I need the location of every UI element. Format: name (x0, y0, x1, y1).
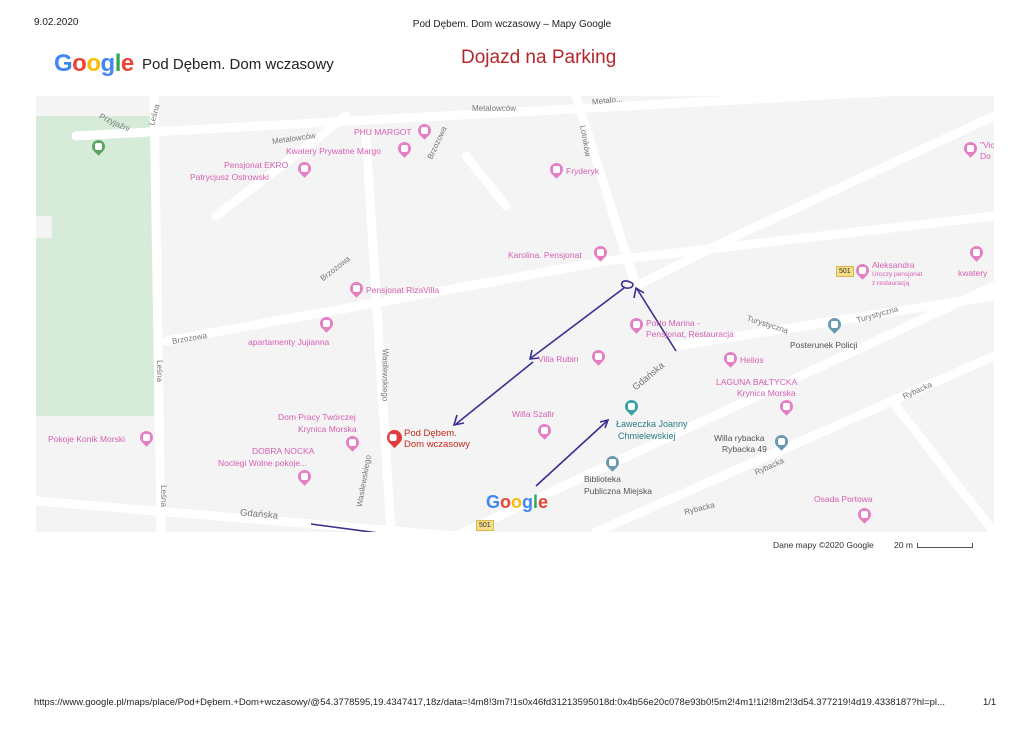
roads (36, 96, 994, 532)
map-logo-letter: o (500, 492, 512, 512)
annotation-title: Dojazd na Parking (461, 47, 617, 68)
route-arrow-2 (535, 420, 608, 487)
logo-letter: o (86, 50, 101, 77)
poi-dom-pracy-1[interactable]: Dom Pracy Twórczej (278, 412, 356, 422)
place-name: Pod Dębem. Dom wczasowy (142, 56, 334, 73)
map-google-logo: Google (486, 492, 548, 513)
route-arrowhead-3 (633, 286, 645, 299)
road-label-lesna-mid: Leśna (154, 360, 164, 382)
poi-dom-pracy-2[interactable]: Krynica Morska (298, 424, 357, 434)
poi-kwatery-margo[interactable]: Kwatery Prywatne Margo (286, 146, 381, 156)
poi-aleksandra-desc-1[interactable]: Uroczy pensjonat (872, 271, 923, 278)
poi-phu-margot[interactable]: PHU MARGOT (354, 127, 412, 137)
poi-pod-debem-2[interactable]: Dom wczasowy (404, 439, 470, 450)
map-attribution[interactable]: Dane mapy ©2020 Google (773, 540, 874, 550)
map-logo-letter: G (486, 492, 501, 512)
logo-letter: G (54, 50, 73, 77)
map-logo-letter: g (522, 492, 534, 512)
print-title: Pod Dębem. Dom wczasowy – Mapy Google (412, 19, 612, 30)
map-logo-letter: l (533, 492, 539, 512)
poi-pod-debem-1[interactable]: Pod Dębem. (404, 428, 457, 439)
logo-letter: l (114, 50, 122, 77)
logo-letter: e (120, 50, 134, 77)
road-brzozowa (161, 211, 994, 346)
google-logo: Google (54, 50, 134, 78)
route-arrow-5 (455, 361, 534, 425)
map-logo-letter: o (511, 492, 523, 512)
poi-karolina[interactable]: Karolina. Pensjonat (508, 250, 582, 260)
road-shield-501-bottom: 501 (476, 520, 494, 531)
poi-helios[interactable]: Helios (740, 355, 764, 365)
road-label-lesna-bot: Leśna (158, 485, 168, 507)
route-arrow-3 (636, 288, 677, 352)
route-arrow-1 (310, 523, 377, 532)
route-annotations (310, 280, 677, 532)
road-wasilewskiego (361, 131, 396, 532)
print-date: 9.02.2020 (34, 17, 79, 28)
route-arrowhead-5 (452, 414, 465, 427)
poi-ekro-name[interactable]: Pensjonat EKRO (224, 160, 289, 170)
poi-porto-marina-2[interactable]: Pensjonat, Restauracja (646, 329, 734, 339)
poi-rubin[interactable]: Villa Rubin (538, 354, 579, 364)
poi-laweczka-2[interactable]: Chmielewskiej (618, 431, 676, 441)
road-brzozowa-n (211, 111, 351, 221)
cemetery-area (36, 116, 154, 416)
poi-laweczka-1[interactable]: Ławeczka Joanny (616, 419, 688, 429)
map-canvas (36, 96, 994, 532)
road-turystyczna-n (631, 111, 994, 291)
poi-porto-marina-1[interactable]: Porto Marina - (646, 318, 700, 328)
map-logo-letter: e (538, 492, 549, 512)
poi-vic-2[interactable]: Do (980, 151, 991, 161)
route-arrowhead-4 (528, 349, 540, 360)
road-east (891, 401, 994, 532)
road-label-metalowcow-2: Metalowców (472, 104, 517, 113)
route-loop (620, 280, 634, 289)
logo-letter: o (72, 50, 87, 77)
poi-kwatery-right[interactable]: kwatery (958, 268, 988, 278)
road-gdanska-left (36, 496, 459, 532)
poi-laguna-1[interactable]: LAGUNA BAŁTYCKA (716, 377, 798, 387)
poi-biblioteka-2[interactable]: Publiczna Miejska (584, 486, 653, 496)
poi-szafir[interactable]: Willa Szafir (512, 409, 555, 419)
road-shield-501-right: 501 (836, 266, 854, 277)
route-arrowhead-2 (599, 418, 610, 429)
poi-laguna-2[interactable]: Krynica Morska (737, 388, 796, 398)
road-lotnikow (571, 96, 641, 291)
print-footer-page: 1/1 (983, 697, 997, 708)
poi-ekro-owner[interactable]: Patrycjusz Ostrowski (190, 172, 269, 182)
poi-rizavilla[interactable]: Pensjonat RizaVilla (366, 285, 440, 295)
poi-posterunek[interactable]: Posterunek Policji (790, 340, 858, 350)
logo-letter: g (100, 50, 116, 77)
poi-osada[interactable]: Osada Portowa (814, 494, 873, 504)
poi-willa-rybacka-1[interactable]: Willa rybacka (714, 433, 765, 443)
poi-aleksandra-desc-2[interactable]: z restauracją (872, 280, 910, 287)
poi-dobra-nocka-2[interactable]: Noclegi Wolne pokoje... (218, 458, 308, 468)
poi-dobra-nocka-1[interactable]: DOBRA NOCKA (252, 446, 315, 456)
print-footer-url: https://www.google.pl/maps/place/Pod+Dęb… (34, 697, 945, 708)
poi-julianna[interactable]: apartamenty Jujianna (248, 337, 330, 347)
road-stub (461, 151, 511, 211)
scale-label[interactable]: 20 m (894, 540, 913, 550)
road-gdanska (453, 281, 994, 532)
road-lesna (149, 96, 166, 532)
road-label-wasilewskiego-1: Wasilewskiego (380, 348, 390, 402)
poi-willa-rybacka-2[interactable]: Rybacka 49 (722, 444, 767, 454)
poi-konik[interactable]: Pokoje Konik Morski (48, 434, 126, 444)
route-arrow-4 (530, 287, 625, 359)
map-view[interactable]: Przyjaźni Leśna Metalowców Metalowców Me… (36, 96, 994, 532)
scale-bar[interactable] (917, 543, 973, 548)
road-metalowcow (71, 96, 894, 141)
poi-vic-1[interactable]: "Vic (980, 140, 994, 150)
poi-biblioteka-1[interactable]: Biblioteka (584, 474, 621, 484)
road-rybacka (591, 351, 994, 532)
poi-aleksandra[interactable]: Aleksandra (872, 260, 915, 270)
poi-fryderyk[interactable]: Fryderyk (566, 166, 600, 176)
